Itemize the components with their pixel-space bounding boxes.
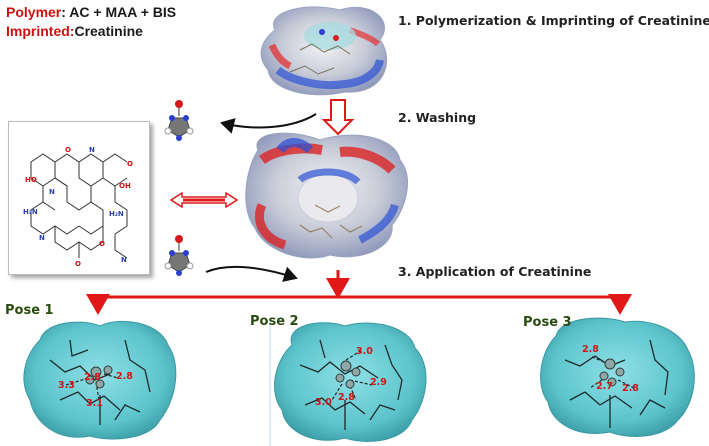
svg-text:O: O — [65, 146, 71, 154]
svg-text:O: O — [127, 160, 133, 168]
imprinted-legend: Imprinted:Creatinine — [6, 23, 143, 39]
pose-1-label: Pose 1 — [5, 303, 54, 318]
svg-text:HO: HO — [25, 176, 37, 184]
step-3-label: 3. Application of Creatinine — [398, 264, 592, 279]
svg-text:OH: OH — [119, 182, 131, 190]
pose-1-distance-3: 2.8 — [116, 371, 133, 382]
application-arrow — [205, 265, 298, 282]
svg-text:O: O — [99, 240, 105, 248]
pose-3-distance-3: 2.8 — [622, 383, 639, 394]
pose-2-label: Pose 2 — [250, 314, 299, 329]
polymer-structure-box: O N O HO OH H₂N H₂N N O N O N — [8, 121, 150, 275]
equivalence-double-arrow — [169, 191, 239, 209]
svg-text:H₂N: H₂N — [109, 210, 124, 218]
washing-release-arrow — [220, 113, 317, 134]
svg-text:N: N — [49, 188, 55, 196]
imprinted-label: Imprinted: — [6, 23, 75, 39]
svg-text:H₂N: H₂N — [23, 208, 38, 216]
svg-text:N: N — [39, 234, 45, 242]
washed-cavity-surface — [245, 132, 408, 259]
pose-2-distance-2: 2.9 — [370, 377, 387, 388]
pose-1-distance-1: 3.3 — [58, 380, 75, 391]
step-1-label: 1. Polymerization & Imprinting of Creati… — [398, 13, 709, 28]
pose-2-distance-1: 3.0 — [356, 346, 373, 357]
polymer-legend: Polymer: AC + MAA + BIS — [6, 4, 176, 20]
pose-3-distance-2: 2.7 — [596, 381, 613, 392]
washing-down-arrow — [321, 99, 355, 136]
svg-text:O: O — [75, 260, 81, 268]
imprinted-value: Creatinine — [74, 23, 143, 39]
creatinine-molecule-top — [164, 100, 194, 141]
svg-text:N: N — [121, 256, 127, 264]
pose-1-cavity — [23, 320, 177, 440]
step-2-label: 2. Washing — [398, 110, 477, 125]
pose-1-distance-4: 3.1 — [86, 398, 103, 409]
pose-3-distance-1: 2.8 — [582, 344, 599, 355]
pose-2-cavity — [274, 322, 427, 442]
polymer-structure-formula: O N O HO OH H₂N H₂N N O N O N — [23, 146, 133, 268]
pose-2-distance-4: 2.8 — [338, 392, 355, 403]
polymer-label: Polymer — [6, 4, 62, 20]
creatinine-molecule-bottom — [164, 235, 194, 276]
polymer-value: : AC + MAA + BIS — [61, 4, 177, 20]
pose-3-label: Pose 3 — [523, 315, 572, 330]
svg-text:N: N — [89, 146, 95, 154]
pose-2-distance-3: 3.0 — [315, 397, 332, 408]
imprinted-polymer-surface — [260, 6, 388, 96]
pose-distribution-arrows — [86, 270, 632, 315]
pose-1-distance-2: 2.8 — [84, 372, 101, 383]
pose-3-cavity — [540, 317, 695, 437]
